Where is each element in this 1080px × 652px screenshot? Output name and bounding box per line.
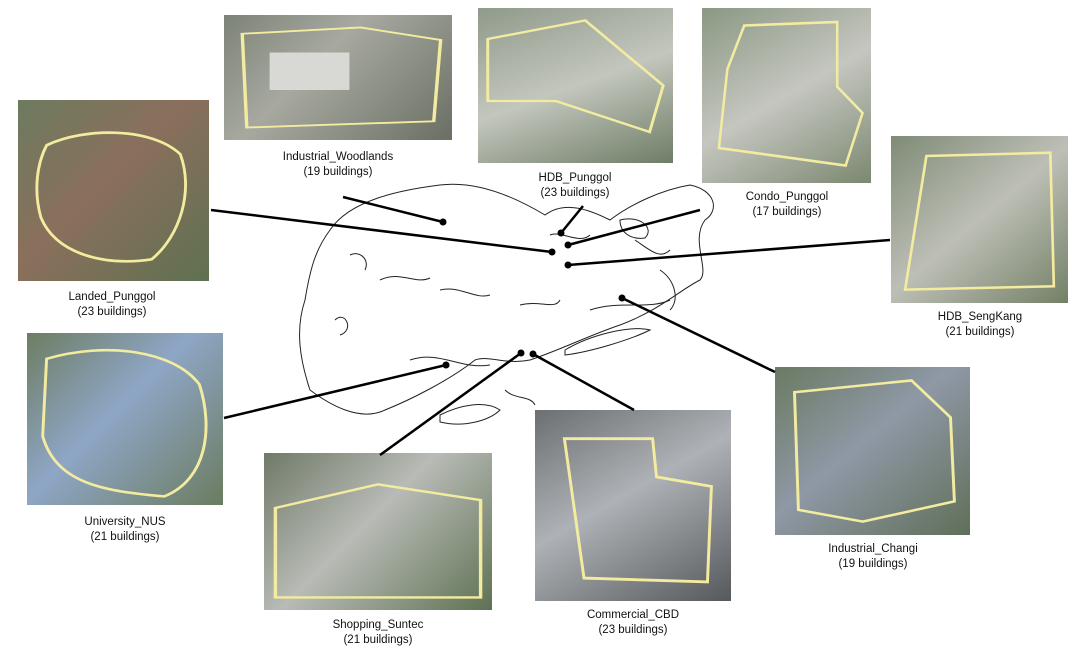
photo-hdb-punggol xyxy=(478,8,673,163)
caption-industrial-changi: Industrial_Changi(19 buildings) xyxy=(828,543,918,570)
singapore-outline-map xyxy=(299,183,714,425)
caption-hdb-punggol: HDB_Punggol(23 buildings) xyxy=(538,172,612,199)
caption-hdb-sengkang: HDB_SengKang(21 buildings) xyxy=(937,311,1023,338)
photo-industrial-woodlands xyxy=(224,15,452,140)
caption-commercial-cbd: Commercial_CBD(23 buildings) xyxy=(586,609,680,636)
photo-industrial-changi xyxy=(775,367,970,535)
photo-shopping-suntec xyxy=(264,453,492,610)
caption-shopping-suntec: Shopping_Suntec(21 buildings) xyxy=(332,619,424,646)
photo-hdb-sengkang xyxy=(891,136,1068,303)
photo-university-nus xyxy=(27,333,223,505)
caption-industrial-woodlands: Industrial_Woodlands(19 buildings) xyxy=(282,151,394,178)
caption-condo-punggol: Condo_Punggol(17 buildings) xyxy=(745,191,829,218)
photo-condo-punggol xyxy=(702,8,871,183)
caption-landed-punggol: Landed_Punggol(23 buildings) xyxy=(68,291,156,318)
caption-university-nus: University_NUS(21 buildings) xyxy=(84,516,166,543)
photo-landed-punggol xyxy=(18,100,209,281)
photo-commercial-cbd xyxy=(535,410,731,601)
